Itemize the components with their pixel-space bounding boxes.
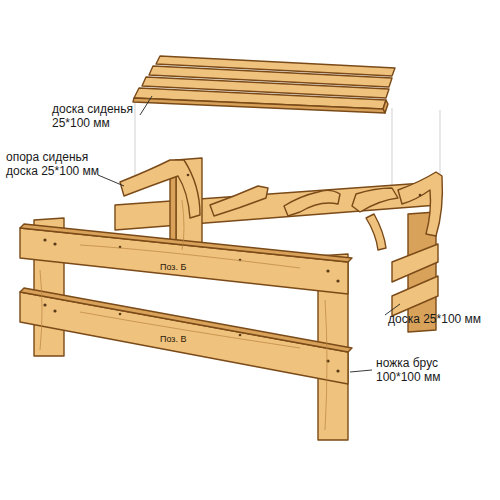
seat-supports (120, 160, 442, 250)
guide-line (135, 100, 136, 180)
seat-boards (133, 56, 395, 113)
side-board (392, 276, 438, 316)
back-rail (115, 182, 438, 230)
rail-top (20, 288, 352, 352)
bolts (43, 174, 421, 373)
leader-lines (98, 96, 400, 372)
callout-label: ножка брус 100*100 мм (376, 356, 486, 384)
side-board (392, 244, 438, 282)
callout-label: доска сиденья 25*100 мм (52, 102, 140, 130)
guide-line (392, 108, 393, 195)
front-rail (20, 228, 348, 294)
rail-top (20, 224, 352, 262)
part-number: Поз. В (160, 334, 220, 344)
callout-label: доска 25*100 мм (388, 312, 496, 326)
callout-label: опора сиденья доска 25*100 мм (6, 150, 110, 178)
part-number: Поз. Б (160, 262, 220, 272)
wood-grain (40, 200, 327, 430)
